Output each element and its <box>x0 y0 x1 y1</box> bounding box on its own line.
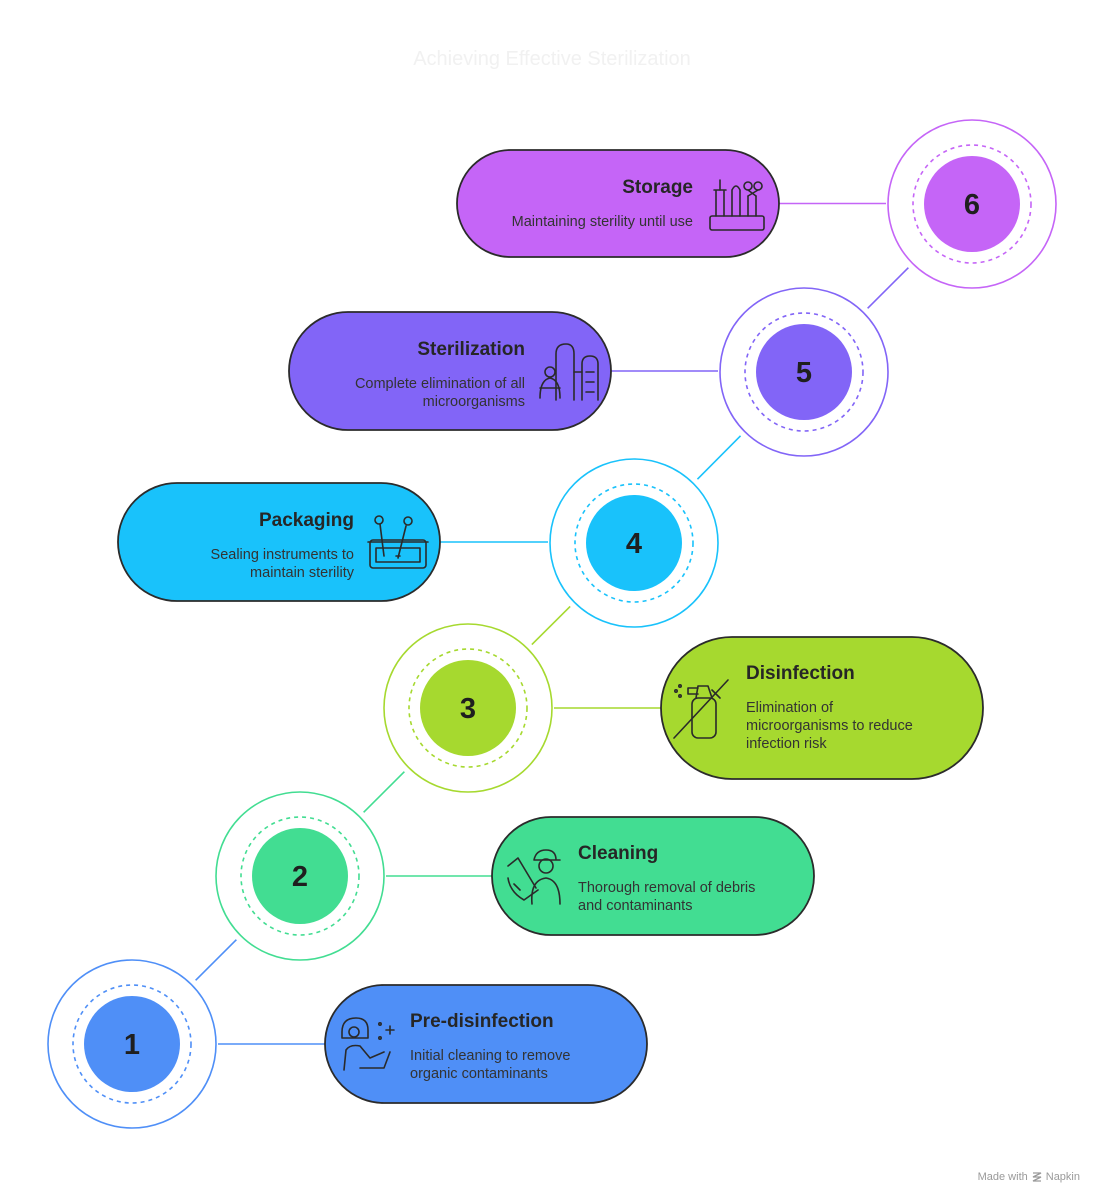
step-description-line: organic contaminants <box>410 1066 548 1082</box>
step-description-line: Maintaining sterility until use <box>512 214 693 230</box>
step-description-line: Initial cleaning to remove <box>410 1048 570 1064</box>
disinfectant-spray-icon <box>673 679 729 739</box>
footer-brand: Napkin <box>1045 1171 1080 1183</box>
step-number-circle <box>84 996 180 1092</box>
step-outer-ring <box>549 458 719 628</box>
step-description-line: Thorough removal of debris <box>578 880 755 896</box>
step-title: Disinfection <box>746 663 855 684</box>
step-title: Sterilization <box>417 339 525 360</box>
step-card <box>491 816 815 936</box>
step-title: Packaging <box>259 510 354 531</box>
step-title: Cleaning <box>578 843 658 864</box>
step-dashed-ring <box>912 144 1032 264</box>
step-number-circle <box>252 828 348 924</box>
step-number: 5 <box>796 357 812 389</box>
step-number: 3 <box>460 693 476 725</box>
step-number: 6 <box>964 189 980 221</box>
step-connector <box>363 771 405 813</box>
step-outer-ring <box>215 791 385 961</box>
instrument-storage-icon <box>709 179 765 231</box>
step-description-line: microorganisms to reduce <box>746 718 913 734</box>
footer: Made with Napkin <box>978 1171 1080 1183</box>
step-card <box>660 636 984 780</box>
step-description-line: infection risk <box>746 736 827 752</box>
step-description-line: Elimination of <box>746 700 834 716</box>
step-card <box>117 482 441 602</box>
step-card <box>324 984 648 1104</box>
diagram-title: Achieving Effective Sterilization <box>413 48 691 70</box>
face-shield-worker-icon <box>341 1017 395 1071</box>
step-dashed-ring <box>240 816 360 936</box>
step-dashed-ring <box>408 648 528 768</box>
step-card <box>288 311 612 431</box>
step-title: Pre-disinfection <box>410 1011 554 1032</box>
step-dashed-ring <box>72 984 192 1104</box>
step-outer-ring <box>383 623 553 793</box>
step-dashed-ring <box>744 312 864 432</box>
instrument-tray-icon <box>367 515 429 569</box>
step-description-line: microorganisms <box>423 394 525 410</box>
step-number-circle <box>586 495 682 591</box>
step-description-line: maintain sterility <box>250 565 355 581</box>
step-number-circle <box>924 156 1020 252</box>
step-title: Storage <box>622 177 693 198</box>
step-outer-ring <box>887 119 1057 289</box>
step-number-circle <box>756 324 852 420</box>
step-outer-ring <box>719 287 889 457</box>
footer-made-with: Made with <box>977 1171 1028 1183</box>
step-dashed-ring <box>574 483 694 603</box>
step-connector <box>867 267 909 309</box>
step-number: 2 <box>292 861 308 893</box>
step-connector <box>696 435 742 480</box>
step-description-line: and contaminants <box>578 898 692 914</box>
step-description-line: Sealing instruments to <box>211 547 354 563</box>
step-number: 4 <box>626 528 642 560</box>
napkin-logo-icon <box>1032 1172 1042 1182</box>
step-card <box>456 149 780 258</box>
step-number-circle <box>420 660 516 756</box>
step-connector <box>531 605 571 646</box>
cleaning-worker-icon <box>507 849 561 905</box>
step-connector <box>195 939 237 981</box>
autoclave-icon <box>539 343 599 401</box>
step-description-line: Complete elimination of all <box>355 376 525 392</box>
step-outer-ring <box>47 959 217 1129</box>
step-number: 1 <box>124 1029 140 1061</box>
